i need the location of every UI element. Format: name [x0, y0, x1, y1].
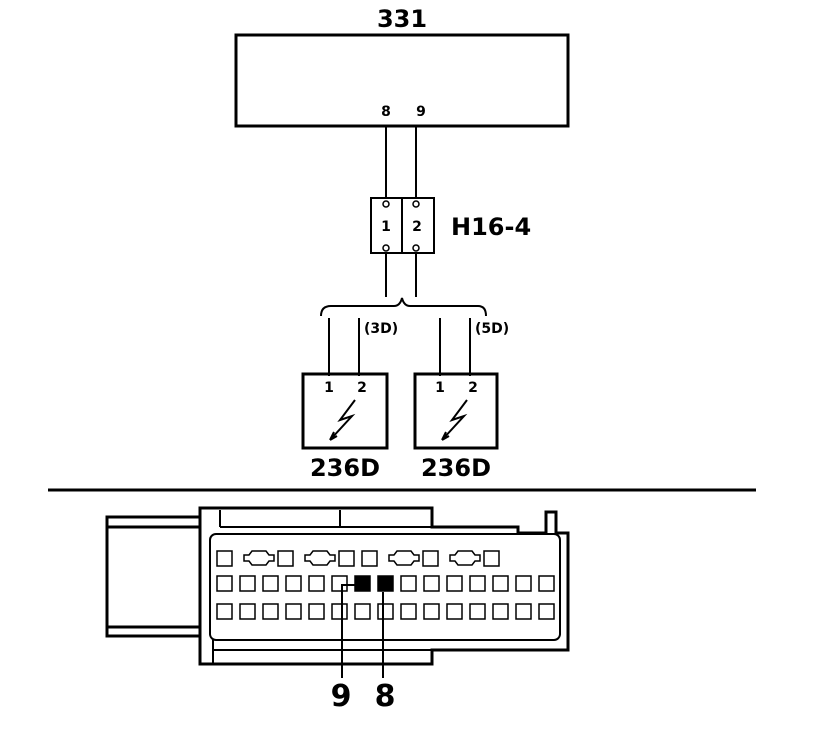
cavity — [239, 603, 256, 620]
cavity — [446, 603, 463, 620]
callout-leader-left — [341, 584, 355, 678]
harness-cavities — [216, 550, 555, 620]
branch2-pin-a: 1 — [435, 380, 445, 396]
cavity-key — [449, 550, 481, 566]
cavity — [422, 550, 439, 567]
cavity — [331, 603, 348, 620]
cavity — [538, 603, 555, 620]
cavity-filled — [377, 575, 394, 592]
cavity — [308, 603, 325, 620]
cavity — [277, 550, 294, 567]
cavity — [400, 575, 417, 592]
cavity — [361, 550, 378, 567]
cavity — [515, 575, 532, 592]
inline-connector-pin-b: 2 — [412, 219, 422, 235]
cavity-key — [388, 550, 420, 566]
cavity — [354, 603, 371, 620]
cavity — [285, 603, 302, 620]
cavity — [538, 575, 555, 592]
branch2-lightning-icon — [441, 399, 468, 441]
cavity — [216, 603, 233, 620]
branch1-component — [301, 372, 389, 450]
cavity-key — [304, 550, 336, 566]
cavity — [515, 603, 532, 620]
cavity — [216, 550, 233, 567]
branch1-lightning-icon — [329, 399, 356, 441]
branch1-pin-b: 2 — [357, 380, 367, 396]
branch1-pin-a: 1 — [324, 380, 334, 396]
cavity — [331, 575, 348, 592]
cavity — [492, 603, 509, 620]
branch2-pin-b: 2 — [468, 380, 478, 396]
inline-connector — [370, 197, 435, 254]
module-box — [234, 33, 570, 128]
cavity — [377, 603, 394, 620]
cavity-key — [243, 550, 275, 566]
cavity — [285, 575, 302, 592]
branch1-label: 236D — [310, 454, 380, 482]
branch2-label: 236D — [421, 454, 491, 482]
cavity — [262, 575, 279, 592]
cavity — [262, 603, 279, 620]
module-pin-b-label: 9 — [416, 104, 426, 120]
cavity-filled — [354, 575, 371, 592]
cavity — [469, 603, 486, 620]
cavity — [338, 550, 355, 567]
cavity — [423, 603, 440, 620]
branch2-variant: (5D) — [475, 321, 509, 337]
cavity — [216, 575, 233, 592]
callout-right-label: 8 — [375, 679, 396, 714]
cavity — [446, 575, 463, 592]
cavity — [483, 550, 500, 567]
cavity — [469, 575, 486, 592]
module-pin-a-label: 8 — [381, 104, 391, 120]
cavity — [492, 575, 509, 592]
harness-connector — [105, 506, 570, 666]
inline-connector-pin-a: 1 — [381, 219, 391, 235]
callout-left-label: 9 — [331, 679, 352, 714]
cavity — [400, 603, 417, 620]
cavity — [239, 575, 256, 592]
inline-connector-label: H16-4 — [451, 213, 531, 241]
cavity — [423, 575, 440, 592]
branch-brace — [320, 297, 487, 317]
branch2-component — [413, 372, 499, 450]
branch1-variant: (3D) — [364, 321, 398, 337]
cavity — [308, 575, 325, 592]
module-label: 331 — [377, 5, 427, 33]
